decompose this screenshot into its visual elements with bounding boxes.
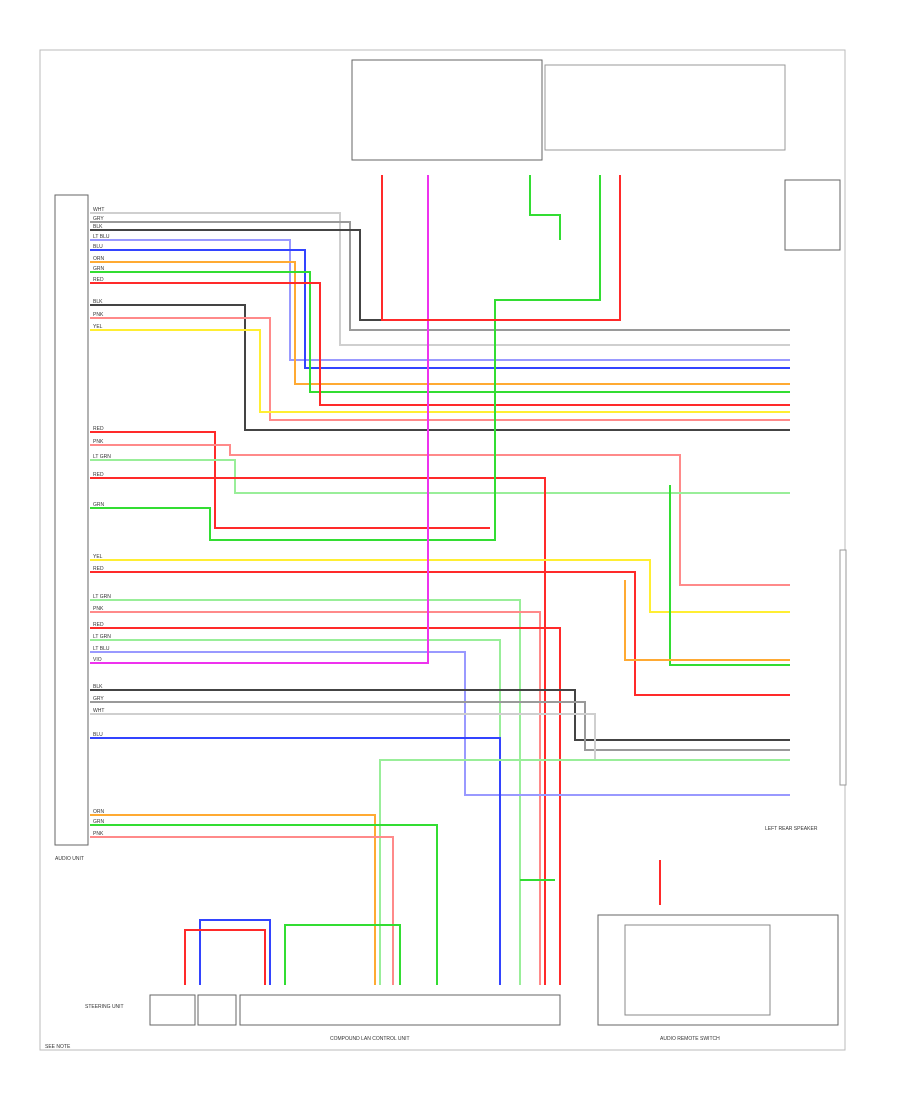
pin-label: GRN [93,502,105,508]
pin-label: LT BLU [93,646,110,652]
wire-gray [90,221,790,331]
pin-label: BLK [93,299,103,305]
pin-label: BLK [93,684,103,690]
right-module-lower [839,549,847,786]
wire-green [669,485,790,666]
steering-unit-label: STEERING UNIT [85,1004,124,1010]
comp-lan-unit-box [239,994,561,1026]
audio-unit-label: AUDIO UNIT [55,856,84,862]
wire-orange [90,814,376,985]
wire-green [90,175,601,541]
wire-red [90,431,490,529]
wire-lightgreen [90,599,521,985]
wire-blue [90,737,501,985]
pin-label: RED [93,472,104,478]
wire-green [529,175,561,240]
pin-label: GRY [93,696,104,702]
page-frame [39,49,846,1051]
pin-label: BLU [93,244,103,250]
pin-label: RED [93,277,104,283]
pin-label: LT GRN [93,634,111,640]
pin-label: BLK [93,224,103,230]
pin-labels-group: WHT GRY BLK LT BLU BLU ORN GRN RED BLK PNK YEL RED P… [93,207,111,837]
wire-lightgreen [379,759,790,985]
wire-pink [90,611,541,985]
pin-label: WHT [93,207,104,213]
wire-red [90,627,561,985]
wire-green [90,824,438,985]
right-speaker-label: LEFT REAR SPEAKER [765,826,818,832]
wire-black [90,304,790,431]
wire-white [90,212,790,346]
wire-red [184,929,266,985]
audio-unit-block [54,194,89,846]
pin-label: YEL [93,554,103,560]
wire-blue [90,249,790,369]
pin-label: LT GRN [93,454,111,460]
wire-lightgreen [90,459,790,494]
pin-label: VIO [93,657,102,663]
wire-pink [90,444,790,586]
pin-label: ORN [93,809,105,815]
pin-label: LT GRN [93,594,111,600]
wire-pink [90,836,394,985]
wire-lightgreen [90,639,501,985]
pin-label: PNK [93,439,104,445]
small-relay-box [197,994,237,1026]
pin-label: ORN [93,256,105,262]
pin-label: GRN [93,266,105,272]
pin-label: RED [93,566,104,572]
pin-label: PNK [93,606,104,612]
wire-red [90,477,546,985]
pin-label: RED [93,622,104,628]
wire-red [90,282,790,406]
wire-magenta [90,175,429,664]
pin-label: GRN [93,819,105,825]
steering-unit-box [149,994,196,1026]
pin-label: RED [93,426,104,432]
wire-red [381,175,621,321]
wire-lightblue [90,239,790,361]
wire-black [90,229,460,321]
pin-label: WHT [93,708,104,714]
wire-gray [90,701,790,751]
page-footer-note: SEE NOTE [45,1044,71,1050]
pin-label: PNK [93,312,104,318]
audio-remote-switch-inner [624,924,771,1016]
audio-remote-switch-label: AUDIO REMOTE SWITCH [660,1036,720,1042]
wire-yellow [90,559,790,613]
wire-orange [624,580,790,661]
wire-pink [90,317,790,421]
pin-label: PNK [93,831,104,837]
pin-label: LT BLU [93,234,110,240]
top-right-module [544,64,786,151]
top-switch-box [351,59,543,161]
wire-green [90,271,790,393]
wire-red [90,571,790,696]
wire-orange [90,261,790,385]
wires-group [90,175,790,985]
right-module-upper [784,179,841,251]
wire-blue [199,919,271,985]
wire-yellow [90,329,790,413]
wire-lightblue [90,651,790,796]
comp-lan-unit-label: COMPOUND LAN CONTROL UNIT [330,1036,410,1042]
pin-label: GRY [93,216,104,222]
pin-label: YEL [93,324,103,330]
pin-label: BLU [93,732,103,738]
wire-green [284,924,401,985]
